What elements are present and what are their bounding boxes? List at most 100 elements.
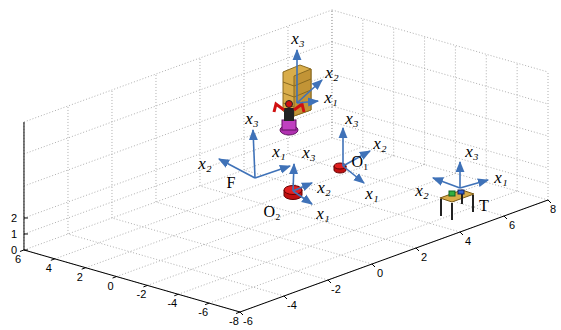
axis-line bbox=[460, 232, 463, 235]
tick-label: 6 bbox=[509, 220, 515, 231]
axis-line bbox=[504, 216, 507, 219]
axis-label: x₃ bbox=[345, 110, 358, 127]
axis-lines bbox=[20, 122, 551, 315]
tick-label: -6 bbox=[243, 316, 253, 327]
frame-name: F bbox=[227, 175, 236, 191]
grid-line bbox=[24, 138, 332, 250]
grid-line bbox=[332, 10, 548, 72]
frame-axis-arrow bbox=[297, 101, 318, 103]
tick-label: 2 bbox=[11, 212, 17, 223]
grid-line bbox=[24, 122, 332, 234]
grid-line bbox=[86, 156, 394, 268]
frame-axis-arrow bbox=[293, 164, 294, 191]
frame-name: O₁ bbox=[351, 154, 368, 170]
grid-line bbox=[200, 186, 416, 248]
grid-line bbox=[24, 106, 332, 218]
tick-label: 2 bbox=[421, 252, 427, 263]
frame-axis-arrow bbox=[293, 191, 312, 204]
table-figure bbox=[440, 190, 474, 220]
frame-axis-arrow bbox=[433, 178, 460, 188]
tick-label: -2 bbox=[331, 284, 341, 295]
grid-line bbox=[155, 74, 156, 202]
axis-line bbox=[240, 200, 548, 312]
axis-label: x₂ bbox=[415, 182, 428, 199]
axis-line bbox=[51, 259, 55, 261]
axis-label: x₁ bbox=[494, 169, 507, 186]
grid-line bbox=[244, 170, 460, 232]
axis-line bbox=[113, 277, 117, 279]
grid-line bbox=[332, 122, 548, 184]
grid-line bbox=[24, 42, 332, 154]
axis-line bbox=[20, 250, 24, 252]
axis-line bbox=[82, 268, 86, 270]
axis-label: x₂ bbox=[373, 135, 386, 152]
axis-label: x₂ bbox=[198, 155, 211, 172]
grid-line bbox=[332, 138, 548, 200]
grid-line bbox=[112, 218, 328, 280]
grid-line bbox=[55, 147, 363, 259]
grid-line bbox=[156, 202, 372, 264]
axis-line bbox=[416, 248, 419, 251]
grid-line bbox=[240, 200, 548, 312]
axis-line bbox=[24, 217, 28, 218]
tick-label: -2 bbox=[137, 289, 147, 300]
axis-line bbox=[23, 122, 24, 250]
tick-label: 2 bbox=[77, 271, 83, 282]
axis-label: x₃ bbox=[302, 144, 315, 161]
axis-line bbox=[236, 312, 240, 314]
frame-axis-arrow bbox=[297, 80, 322, 103]
frame-name: T bbox=[479, 198, 489, 214]
axis-line bbox=[372, 264, 375, 267]
tick-label: 6 bbox=[15, 253, 21, 264]
grid-line bbox=[455, 45, 456, 173]
frame-axis-arrow bbox=[255, 166, 290, 178]
grid-line bbox=[486, 54, 487, 182]
axis-label: x₁ bbox=[324, 89, 337, 106]
axis-line bbox=[24, 249, 28, 250]
axis-line bbox=[328, 280, 331, 283]
grid-line bbox=[24, 250, 240, 312]
frame-axis-arrow bbox=[253, 130, 255, 178]
grid-line bbox=[67, 106, 68, 234]
frame-axis-arrow bbox=[296, 50, 298, 103]
tick-label: 4 bbox=[465, 236, 471, 247]
axis-line bbox=[205, 303, 209, 305]
axis-label: x₃ bbox=[291, 30, 304, 47]
axis-line bbox=[24, 250, 240, 312]
robot-figure bbox=[274, 101, 304, 136]
frame-axis-arrow bbox=[293, 183, 312, 191]
tick-label: -4 bbox=[167, 298, 177, 309]
grid-line bbox=[147, 173, 455, 285]
tick-label: -6 bbox=[198, 307, 208, 318]
frame-axis-arrow bbox=[460, 180, 488, 188]
grid-lines bbox=[24, 10, 548, 312]
axis-label: x₂ bbox=[317, 179, 330, 196]
axis-label: x₁ bbox=[365, 185, 378, 202]
grid-line bbox=[332, 42, 548, 104]
frame-axis-arrow bbox=[219, 159, 255, 178]
tick-label: 8 bbox=[550, 204, 556, 215]
tick-label: 0 bbox=[377, 268, 383, 279]
tick-label: -4 bbox=[287, 300, 297, 311]
axis-line bbox=[240, 312, 243, 315]
grid-line bbox=[68, 234, 284, 296]
grid-line bbox=[24, 10, 332, 122]
grid-line bbox=[362, 19, 363, 147]
tick-label: 4 bbox=[46, 262, 52, 273]
tick-label: 0 bbox=[107, 280, 113, 291]
grid-line bbox=[332, 74, 548, 136]
grid-line bbox=[178, 182, 486, 294]
axis-line bbox=[174, 294, 178, 296]
grid-line bbox=[548, 72, 549, 200]
axis-line bbox=[143, 285, 147, 287]
grid-line bbox=[23, 122, 24, 250]
grid-line bbox=[117, 165, 425, 277]
axis-line bbox=[24, 233, 28, 234]
grid-line bbox=[209, 191, 517, 303]
tick-label: 1 bbox=[11, 228, 17, 239]
tick-label: -8 bbox=[229, 316, 239, 327]
frame-arrows bbox=[219, 50, 488, 204]
frame-axis-arrow bbox=[459, 162, 461, 188]
